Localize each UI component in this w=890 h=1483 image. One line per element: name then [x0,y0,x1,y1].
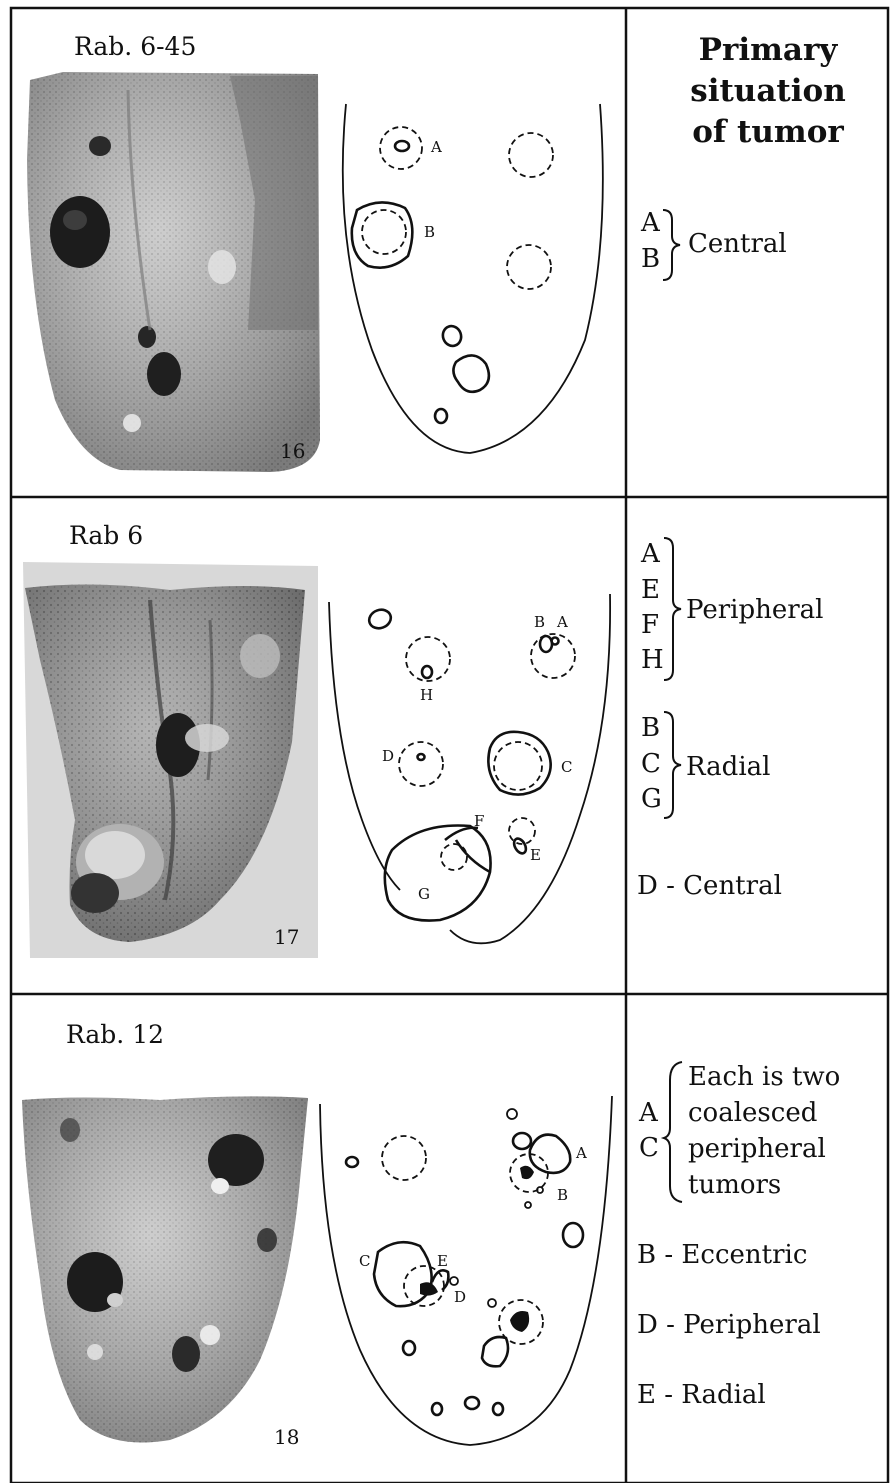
panel-2-label: Rab 6 [69,521,143,550]
tumor-label-B: B [557,1186,568,1204]
svg-text:C: C [639,1133,659,1163]
tumor-label-F: F [474,812,484,830]
svg-text:G: G [641,784,662,814]
tumor-label-D: D [454,1288,466,1306]
classification-text: peripheral [688,1134,826,1164]
classification-text: tumors [688,1170,781,1200]
classification-panel-1: A B Central [640,208,787,280]
svg-text:situation: situation [690,73,845,109]
header-title: Primary situation of tumor [690,32,845,150]
photo-2-number: 17 [274,925,299,949]
classification-text: Each is two [688,1062,840,1092]
svg-text:F: F [641,610,659,640]
photo-panel-2: 17 [23,562,318,958]
classification-text: D - Central [637,871,782,901]
tumor-label-E: E [530,846,541,864]
tumor-label-B: B [424,223,435,241]
svg-text:H: H [641,645,664,675]
tumor-label-C: C [359,1252,370,1270]
classification-text: Peripheral [686,595,823,625]
diagram-panel-2: B A H D C F E G [329,594,610,943]
svg-text:B: B [641,244,660,274]
tumor-label-A: A [430,138,442,156]
classification-text: coalesced [688,1098,817,1128]
svg-text:A: A [640,539,661,569]
classification-text: Radial [686,752,770,782]
svg-text:C: C [641,749,661,779]
panel-3-label: Rab. 12 [66,1020,164,1049]
classification-text: B - Eccentric [637,1240,807,1270]
panel-1-label: Rab. 6-45 [74,32,196,61]
tumor-label-D: D [382,747,394,765]
classification-text: Central [688,229,787,259]
svg-text:E: E [641,575,660,605]
classification-text: E - Radial [637,1380,766,1410]
classification-panel-3: A C Each is two coalesced peripheral tum… [637,1062,840,1410]
diagram-panel-1: A B [343,104,603,453]
photo-3-number: 18 [274,1425,299,1449]
photo-panel-1: 16 [27,72,320,472]
tumor-label-H: H [420,686,433,704]
diagram-panel-3: A B C E D [320,1096,612,1445]
tumor-label-A: A [556,613,568,631]
tumor-label-E: E [437,1252,448,1270]
tumor-label-C: C [561,758,572,776]
photo-panel-3: 18 [22,1096,308,1449]
svg-text:Primary: Primary [699,32,839,68]
photo-1-number: 16 [280,439,305,463]
svg-text:A: A [640,208,661,238]
tumor-label-G: G [418,885,430,903]
tumor-label-B: B [534,613,545,631]
svg-text:of tumor: of tumor [692,114,844,150]
svg-text:B: B [641,713,660,743]
svg-text:A: A [638,1098,659,1128]
classification-panel-2: A E F H Peripheral B C G Radial D - Cent… [637,538,823,901]
classification-text: D - Peripheral [637,1310,821,1340]
tumor-label-A: A [575,1144,587,1162]
